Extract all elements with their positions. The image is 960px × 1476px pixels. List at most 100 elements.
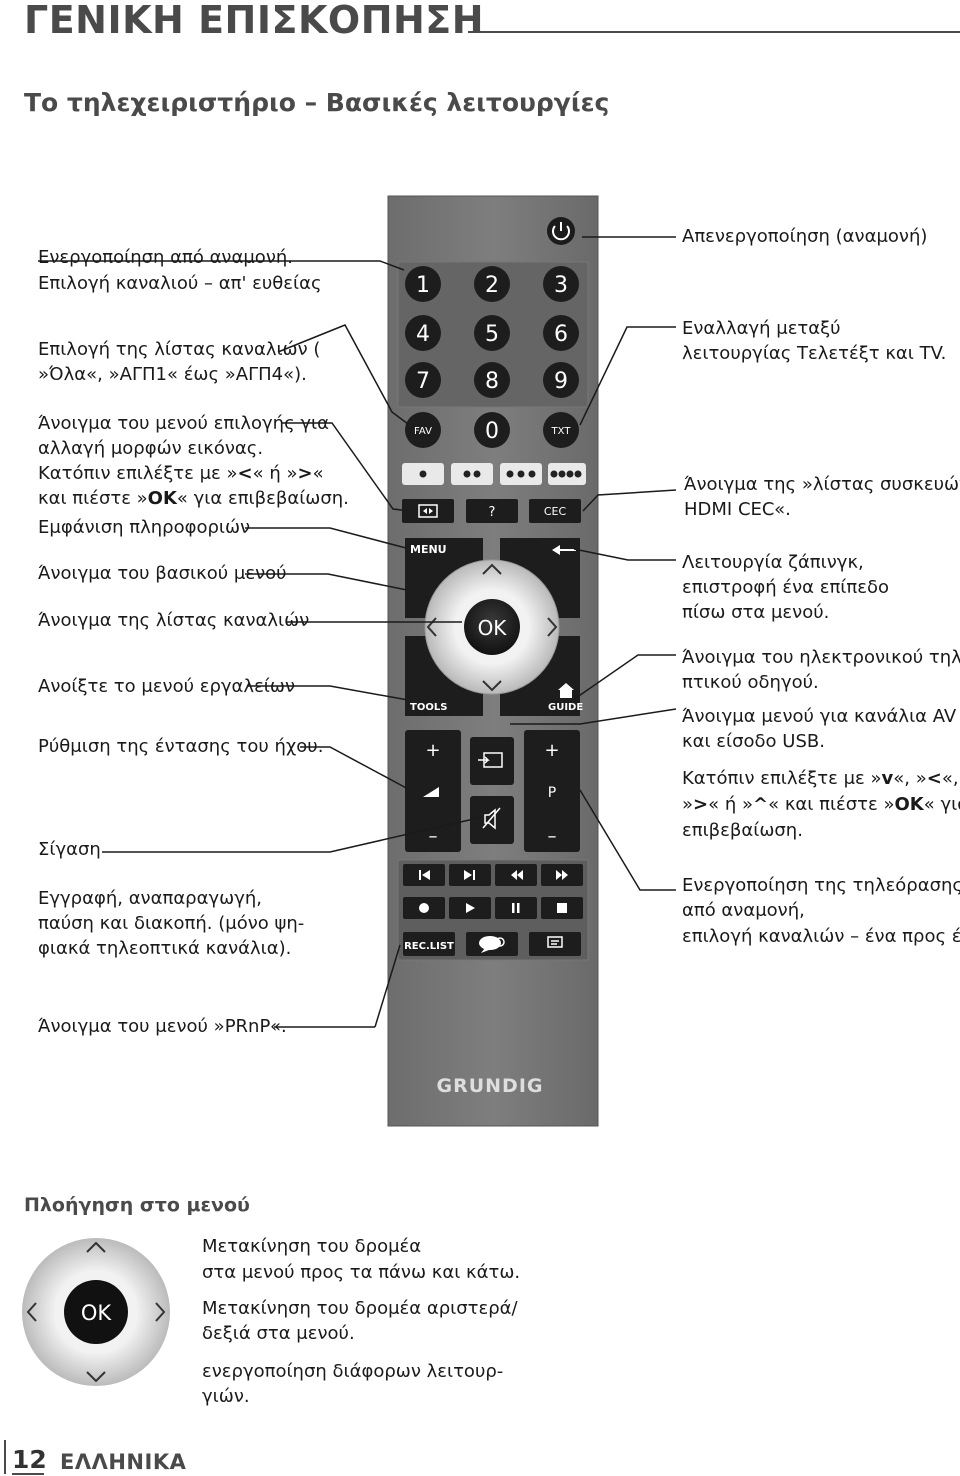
info-button-label: ? — [489, 505, 496, 520]
digit-2: 2 — [485, 273, 499, 298]
label-cec-1: Άνοιγμα της »λίστας συσκευών — [684, 474, 960, 495]
digit-0: 0 — [485, 419, 499, 444]
text: « ή » — [252, 463, 298, 484]
text: « για επιβεβαίωση. — [176, 488, 349, 509]
label-guide-2: πτικού οδηγού. — [682, 672, 819, 693]
nav-left-right-2: δεξιά στα μενού. — [202, 1323, 355, 1344]
text: « και πιέστε » — [768, 794, 895, 815]
nav-left-icon — [26, 1302, 37, 1322]
txt-button-label: TXT — [551, 426, 572, 437]
ok-emphasis: OK — [894, 794, 924, 815]
record-playback-buttons[interactable] — [403, 897, 583, 919]
page-title: ΓΕΝΙΚΗ ΕΠΙΣΚΟΠΗΣΗ — [24, 0, 485, 42]
label-menu: Άνοιγμα του βασικού μενού — [38, 563, 287, 584]
nav-left-right-1: Μετακίνηση του δρομέα αριστερά/ — [202, 1298, 518, 1319]
av-source-button[interactable] — [470, 737, 514, 785]
nav-ok-label: OK — [81, 1301, 113, 1325]
title-rule — [468, 31, 960, 33]
label-channel-direct: Επιλογή καναλιού – απ' ευθείας — [38, 273, 322, 294]
label-txt-2: λειτουργίας Τελετέξτ και TV. — [682, 343, 947, 364]
label-pch-1: Ενεργοποίηση της τηλεόρασης — [682, 875, 960, 896]
digit-6: 6 — [554, 322, 568, 347]
channel-rocker[interactable] — [524, 730, 580, 852]
power-button[interactable] — [547, 217, 575, 245]
label-fav-1: Επιλογή της λίστας καναλιών ( — [38, 339, 321, 360]
label-cec-2: HDMI CEC«. — [684, 499, 791, 520]
label-info: Εμφάνιση πληροφοριών — [38, 517, 251, 538]
label-nav-3: επιβεβαίωση. — [682, 820, 803, 841]
label-guide-1: Άνοιγμα του ηλεκτρονικού τηλεο- — [682, 647, 960, 668]
mute-button[interactable] — [470, 796, 514, 844]
format-button[interactable] — [402, 499, 454, 523]
label-back-2: επιστροφή ένα επίπεδο — [682, 577, 889, 598]
label-standby-on: Ενεργοποίηση από αναμονή. — [38, 247, 294, 268]
footer-bar — [4, 1440, 6, 1474]
digit-4: 4 — [416, 322, 430, 347]
text: « ή » — [708, 794, 753, 815]
label-back-3: πίσω στα μενού. — [682, 602, 830, 623]
digit-5: 5 — [485, 322, 499, 347]
tools-button-label: TOOLS — [410, 702, 447, 713]
text: Κατόπιν επιλέξτε με » — [38, 463, 238, 484]
navigation-title: Πλοήγηση στο μενού — [24, 1194, 250, 1216]
nav-ok-2: γιών. — [202, 1386, 250, 1407]
ok-button[interactable] — [464, 599, 520, 655]
subtitle-icon — [547, 936, 563, 948]
label-rec-1: Εγγραφή, αναπαραγωγή, — [38, 888, 262, 909]
text: Κατόπιν επιλέξτε με » — [682, 768, 882, 789]
ok-emphasis: OK — [147, 488, 177, 509]
info-button[interactable]: ? — [466, 499, 518, 523]
nav-up-icon — [86, 1241, 106, 1253]
label-pch-3: επιλογή καναλιών – ένα προς ένα — [682, 926, 960, 947]
label-av-2: και είσοδο USB. — [682, 731, 825, 752]
home-icon — [558, 683, 574, 698]
digit-buttons[interactable] — [405, 266, 579, 448]
nav-ok-1: ενεργοποίηση διάφορων λειτουρ- — [202, 1361, 504, 1382]
right-arrow-icon[interactable] — [547, 617, 558, 637]
digit-8: 8 — [485, 369, 499, 394]
cec-button[interactable]: CEC — [529, 499, 581, 523]
label-tools: Ανοίξτε το μενού εργαλείων — [38, 676, 296, 697]
label-back-1: Λειτουργία ζάπινγκ, — [682, 552, 864, 573]
label-format-3: Κατόπιν επιλέξτε με »<« ή »>« — [38, 463, 324, 484]
nav-down-icon — [86, 1371, 106, 1383]
fav-button-label: FAV — [414, 426, 432, 437]
label-rec-3: φιακά τηλεοπτικά κανάλια). — [38, 938, 292, 959]
volume-plus-label: + — [425, 740, 440, 761]
label-format-2: αλλαγή μορφών εικόνας. — [38, 438, 264, 459]
label-fav-2: »Όλα«, »ΑΓΠ1« έως »ΑΓΠ4«). — [38, 364, 307, 385]
prnp-icon — [479, 936, 505, 953]
channel-p-label: P — [548, 785, 556, 801]
text: » — [682, 794, 694, 815]
cec-button-label: CEC — [544, 505, 567, 518]
color-buttons[interactable] — [402, 463, 586, 485]
nav-up-down-1: Μετακίνηση του δρομέα — [202, 1236, 422, 1257]
nav-pad-illustration: OK — [22, 1238, 170, 1386]
label-txt-1: Εναλλαγή μεταξύ — [682, 318, 841, 339]
channel-minus-label: – — [548, 826, 557, 847]
label-format-1: Άνοιγμα του μενού επιλογής για — [38, 413, 329, 434]
nav-right-icon — [155, 1302, 166, 1322]
left-arrow-icon[interactable] — [426, 617, 437, 637]
channel-plus-label: + — [544, 740, 559, 761]
footer-language: ΕΛΛΗΝΙΚΑ — [60, 1450, 187, 1474]
text: «, » — [893, 768, 927, 789]
section-subtitle: Το τηλεχειριστήριο – Βασικές λειτουργίες — [24, 88, 610, 117]
digit-1: 1 — [416, 273, 430, 298]
back-arrow-icon — [552, 545, 576, 555]
label-nav-1: Κατόπιν επιλέξτε με »v«, »<«, — [682, 768, 959, 789]
label-nav-2: »>« ή »^« και πιέστε »OK« για — [682, 792, 960, 817]
down-arrow-icon[interactable] — [482, 680, 502, 692]
label-prnp: Άνοιγμα του μενού »PRnP«. — [38, 1016, 287, 1037]
digit-9: 9 — [554, 369, 568, 394]
up-arrow-icon[interactable] — [482, 563, 502, 575]
brand-logo: GRUNDIG — [437, 1075, 544, 1097]
label-av-1: Άνοιγμα μενού για κανάλια AV — [682, 706, 957, 727]
page-number: 12 — [12, 1445, 47, 1474]
callout-lines — [38, 236, 677, 1028]
guide-button-label: GUIDE — [548, 702, 583, 713]
text: « για — [923, 794, 960, 815]
volume-minus-label: – — [429, 826, 438, 847]
text: και πιέστε » — [38, 488, 148, 509]
text: « — [312, 463, 324, 484]
